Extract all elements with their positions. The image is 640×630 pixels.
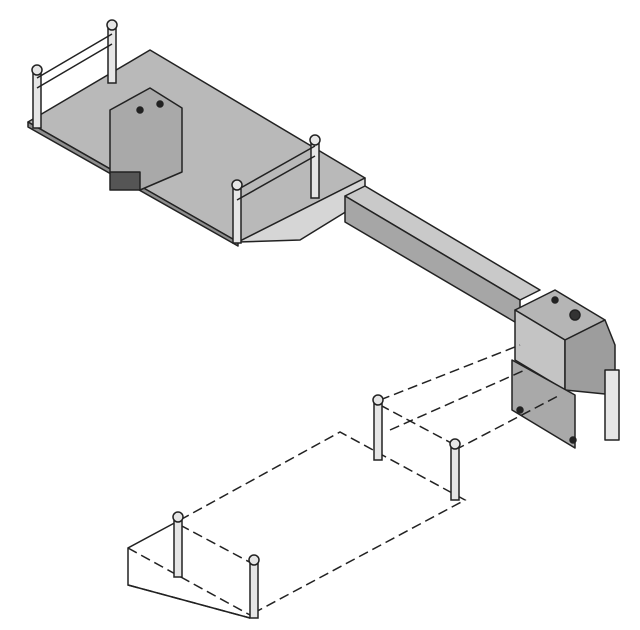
end-bracket-post [604, 369, 620, 441]
bracket-foot [109, 171, 141, 191]
rail-post [173, 514, 183, 578]
beam-side [344, 195, 521, 326]
lower-platform-outline [179, 431, 467, 616]
rail-post [232, 182, 242, 244]
rail-post [107, 24, 117, 84]
beam-top [344, 185, 541, 301]
rail-post [373, 397, 383, 461]
rail-post [32, 69, 42, 129]
rail-post [450, 441, 460, 501]
lower-platform-front [127, 519, 251, 619]
rail-post [249, 557, 259, 619]
